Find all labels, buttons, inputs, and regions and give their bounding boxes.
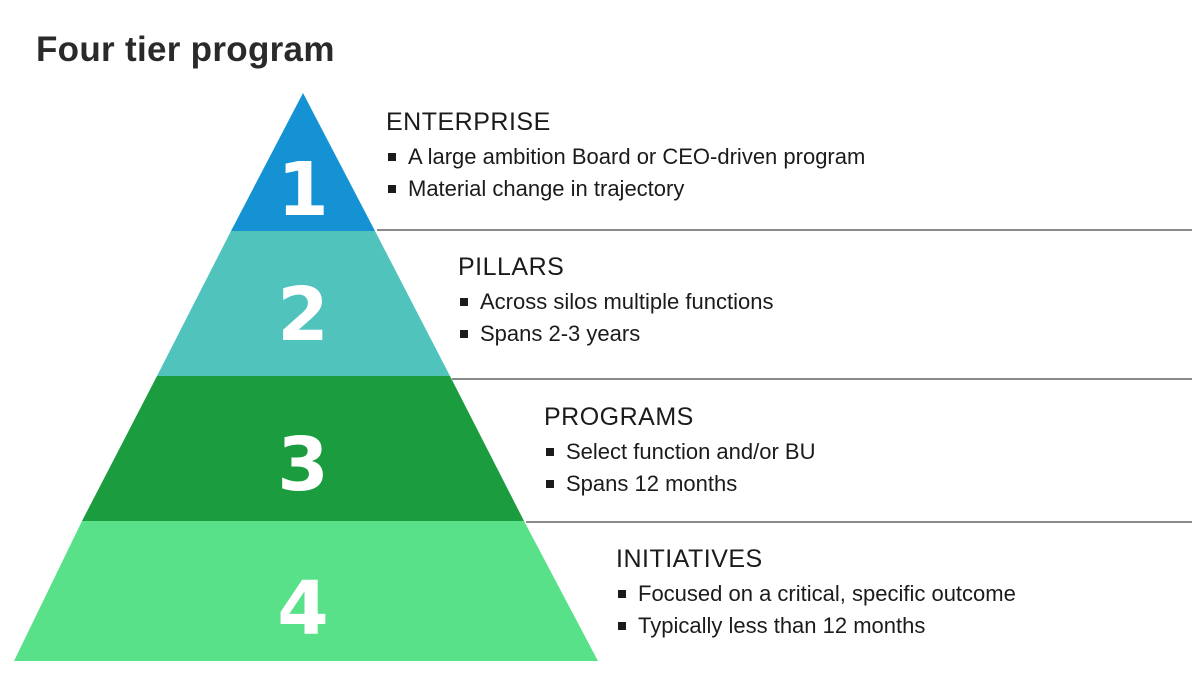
tier-4-bullet: Focused on a critical, specific outcome xyxy=(616,578,1016,610)
tier-2-description: PILLARS Across silos multiple functions … xyxy=(458,253,773,350)
tier-3-segment xyxy=(82,376,524,521)
tier-2-bullet: Across silos multiple functions xyxy=(458,286,773,318)
tier-3-bullet: Spans 12 months xyxy=(544,468,815,500)
tier-4-number: 4 xyxy=(277,566,329,652)
tier-2-bullet: Spans 2-3 years xyxy=(458,318,773,350)
tier-4-bullet: Typically less than 12 months xyxy=(616,610,1016,642)
tier-1-bullet: Material change in trajectory xyxy=(386,173,865,205)
tier-2-heading: PILLARS xyxy=(458,253,565,281)
tier-1-segment xyxy=(231,93,375,231)
tier-4-segment xyxy=(14,521,598,661)
tier-1-description: ENTERPRISE A large ambition Board or CEO… xyxy=(386,108,865,205)
tier-3-heading: PROGRAMS xyxy=(544,403,694,431)
tier-3-description: PROGRAMS Select function and/or BU Spans… xyxy=(544,403,815,500)
tier-3-number: 3 xyxy=(277,422,329,508)
tier-1-number: 1 xyxy=(277,147,329,233)
diagram-title: Four tier program xyxy=(36,30,335,69)
tier-2-segment xyxy=(157,231,450,376)
tier-1-heading: ENTERPRISE xyxy=(386,108,551,136)
tier-3-bullet: Select function and/or BU xyxy=(544,436,815,468)
tier-1-bullet: A large ambition Board or CEO-driven pro… xyxy=(386,141,865,173)
tier-4-heading: INITIATIVES xyxy=(616,545,763,573)
tier-4-description: INITIATIVES Focused on a critical, speci… xyxy=(616,545,1016,642)
tier-2-number: 2 xyxy=(277,272,329,358)
